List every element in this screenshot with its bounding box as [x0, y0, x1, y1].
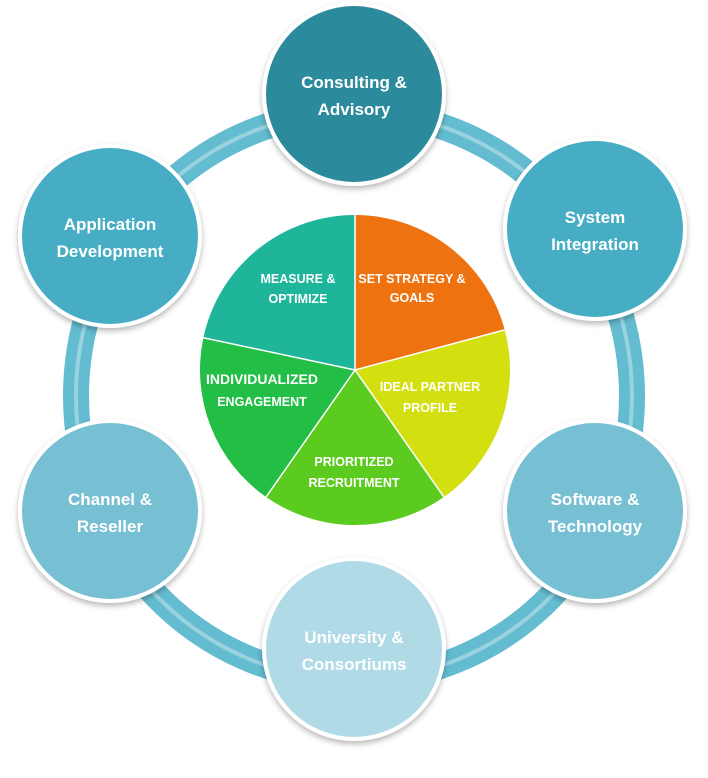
pie-label-prioritized: RECRUITMENT [309, 476, 400, 490]
pie-divider [354, 329, 505, 371]
node-circle [507, 423, 683, 599]
pie-label-measure: MEASURE & [260, 272, 335, 286]
pie-label-set-strategy: SET STRATEGY & [358, 272, 465, 286]
pie-divider [265, 369, 356, 498]
node-label-channel: Channel & [68, 490, 152, 509]
pie-divider [203, 337, 356, 371]
process-pie: SET STRATEGY & GOALS IDEAL PARTNER PROFILE P… [200, 215, 511, 525]
node-label-consulting: Consulting & [301, 73, 407, 92]
node-consulting: Consulting & Advisory [262, 2, 446, 186]
pie-label-prioritized: PRIORITIZED [314, 455, 393, 469]
node-label-channel: Reseller [77, 517, 144, 536]
pie-label-measure: OPTIMIZE [268, 292, 327, 306]
node-label-software: Technology [548, 517, 643, 536]
node-circle [266, 6, 442, 182]
node-circle [22, 148, 198, 324]
pie-label-set-strategy: GOALS [390, 291, 434, 305]
node-label-application: Development [57, 242, 164, 261]
node-university: University & Consortiums [262, 557, 446, 741]
pie-divider [354, 369, 445, 498]
pie-segment-prioritized [266, 370, 444, 525]
pie-segment-set-strategy [355, 215, 505, 370]
node-label-consulting: Advisory [318, 100, 391, 119]
node-label-system: Integration [551, 235, 639, 254]
node-label-university: University & [304, 628, 403, 647]
node-label-university: Consortiums [302, 655, 407, 674]
node-circle [507, 141, 683, 317]
node-label-software: Software & [551, 490, 640, 509]
pie-segment-ideal-partner [355, 329, 511, 497]
pie-segment-individualized [200, 337, 355, 497]
pie-label-individualized: ENGAGEMENT [217, 395, 307, 409]
node-label-system: System [565, 208, 625, 227]
pie-label-ideal-partner: IDEAL PARTNER [380, 380, 480, 394]
node-circle [266, 561, 442, 737]
pie-label-individualized: INDIVIDUALIZED [206, 371, 318, 387]
satellite-nodes: Consulting & AdvisorySystemIntegrationSof… [18, 2, 687, 741]
pie-label-ideal-partner: PROFILE [403, 401, 457, 415]
node-software: Software & Technology [503, 419, 687, 603]
node-label-application: Application [64, 215, 157, 234]
pie-segment-measure [203, 215, 355, 370]
node-circle [22, 423, 198, 599]
node-channel: Channel & Reseller [18, 419, 202, 603]
